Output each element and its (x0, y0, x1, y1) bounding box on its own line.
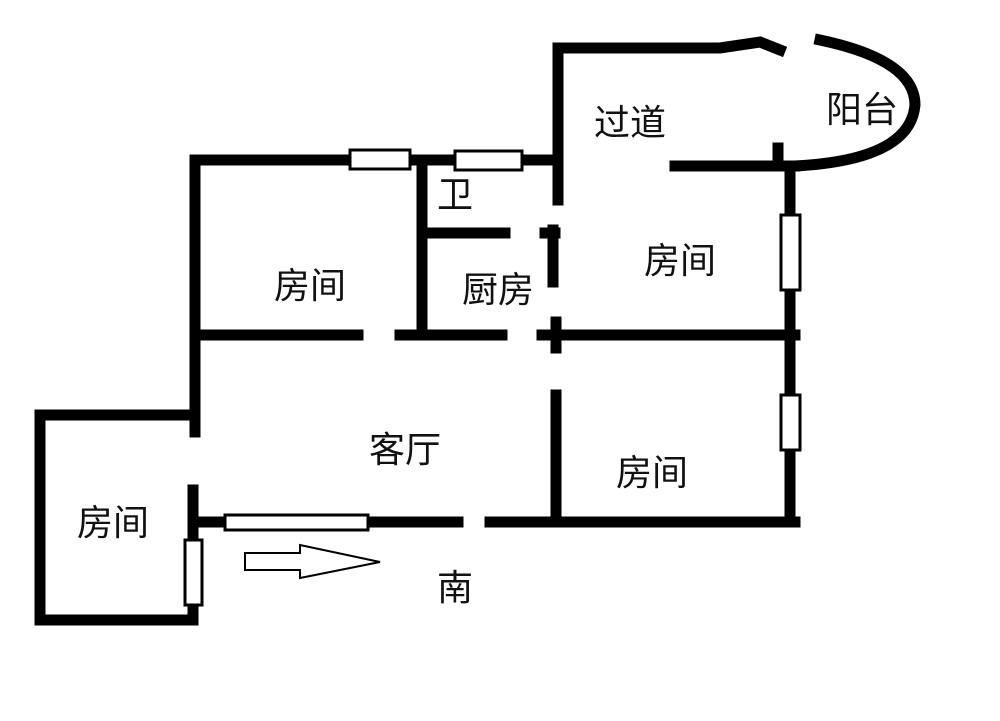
room-label-bathroom: 卫 (436, 175, 474, 216)
room-label-bedroom-nw: 房间 (273, 266, 347, 307)
window (183, 538, 204, 607)
window (779, 393, 802, 452)
window (779, 213, 802, 292)
window (223, 513, 370, 532)
room-label-passage: 过道 (593, 103, 667, 144)
room-label-bedroom-sw: 房间 (76, 503, 150, 544)
balcony-wall (789, 33, 921, 172)
room-label-balcony: 阳台 (825, 90, 899, 131)
wall (34, 409, 201, 626)
room-label-kitchen: 厨房 (461, 270, 535, 311)
arrow-right-icon (244, 543, 381, 580)
room-label-bedroom-ne: 房间 (643, 241, 717, 282)
walls (34, 33, 921, 626)
wall (552, 36, 788, 58)
windows (183, 148, 802, 607)
room-label-living-room: 客厅 (368, 430, 442, 471)
orientation-label: 南 (436, 568, 474, 609)
room-label-bedroom-se: 房间 (615, 453, 689, 494)
window (453, 149, 524, 172)
window (348, 148, 412, 171)
